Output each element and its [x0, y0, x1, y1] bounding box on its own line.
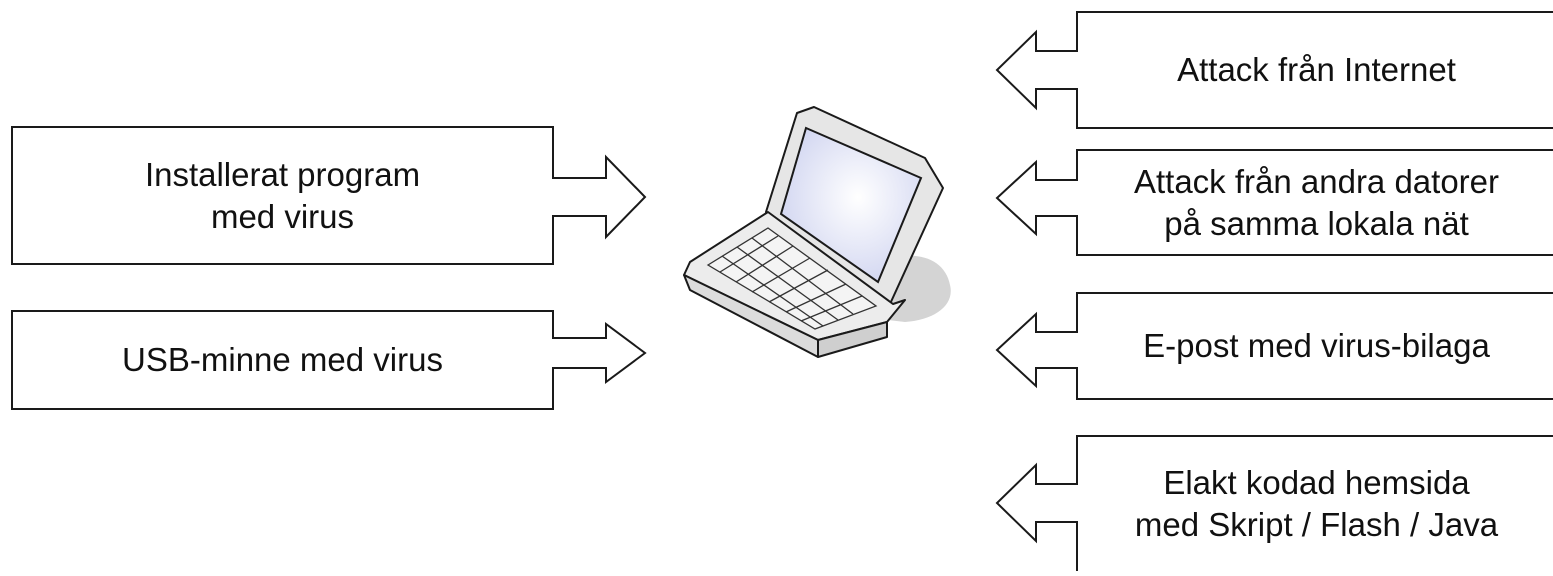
label-line: Installerat program: [144, 155, 421, 193]
laptop-keyboard: [706, 227, 878, 330]
label-local-network-attack: Attack från andra datorer på samma lokal…: [1080, 150, 1553, 255]
callout-malicious-website: [995, 435, 1553, 571]
callout-installed-program: [11, 126, 647, 265]
callout-local-network-attack: [995, 149, 1553, 256]
label-line: Attack från andra datorer: [1133, 162, 1500, 200]
laptop-screen: [779, 126, 923, 284]
label-line: på samma lokala nät: [1164, 204, 1469, 242]
laptop-base-side: [817, 321, 888, 358]
label-line: Attack från Internet: [1177, 51, 1456, 88]
laptop-icon: [683, 106, 951, 358]
label-line: E-post med virus-bilaga: [1143, 327, 1490, 364]
callout-usb-stick: [11, 310, 647, 410]
label-line: USB-minne med virus: [122, 341, 443, 378]
label-email-attachment: E-post med virus-bilaga: [1080, 293, 1553, 399]
label-line: Elakt kodad hemsida: [1163, 463, 1470, 501]
label-usb-stick: USB-minne med virus: [12, 311, 553, 409]
label-installed-program: Installerat program med virus: [12, 127, 553, 264]
label-malicious-website: Elakt kodad hemsida med Skript / Flash /…: [1080, 436, 1553, 571]
callout-internet-attack: [995, 11, 1553, 129]
label-internet-attack: Attack från Internet: [1080, 12, 1553, 128]
label-line: med virus: [210, 197, 355, 235]
callout-email-attachment: [995, 292, 1553, 400]
label-line: med Skript / Flash / Java: [1134, 505, 1499, 543]
